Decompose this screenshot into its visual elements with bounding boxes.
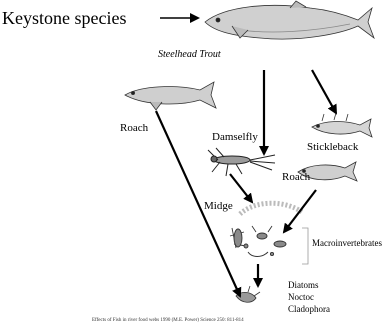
macroinvertebrates-bracket [302, 228, 308, 264]
diatoms-label: Diatoms [288, 280, 319, 290]
arrow-damselfly-to-midge [230, 174, 252, 202]
damselfly-label: Damselfly [212, 131, 258, 143]
noctoc-label: Noctoc [288, 292, 314, 302]
steelhead-trout-label: Steelhead Trout [158, 49, 221, 60]
roach-right-label: Roach [282, 171, 311, 183]
citation: Effects of Fish in river food webs 1990 … [92, 318, 244, 323]
arrow-trout-to-stickleback [312, 70, 336, 113]
macroinvertebrates-label: Macroinvertebrates [312, 238, 382, 248]
roach-left-fish [125, 82, 216, 110]
steelhead-trout-fish [205, 1, 374, 39]
macroinvertebrates-cluster [230, 203, 302, 256]
arrow-roach-to-macroinvertebrates [284, 190, 316, 232]
cladophora-label: Cladophora [288, 304, 330, 314]
midge-label: Midge [204, 200, 233, 212]
stickleback-label: Stickleback [307, 141, 359, 153]
stickleback-fish [312, 113, 372, 137]
keystone-species-label: Keystone species [2, 8, 126, 28]
roach-left-label: Roach [120, 122, 149, 134]
